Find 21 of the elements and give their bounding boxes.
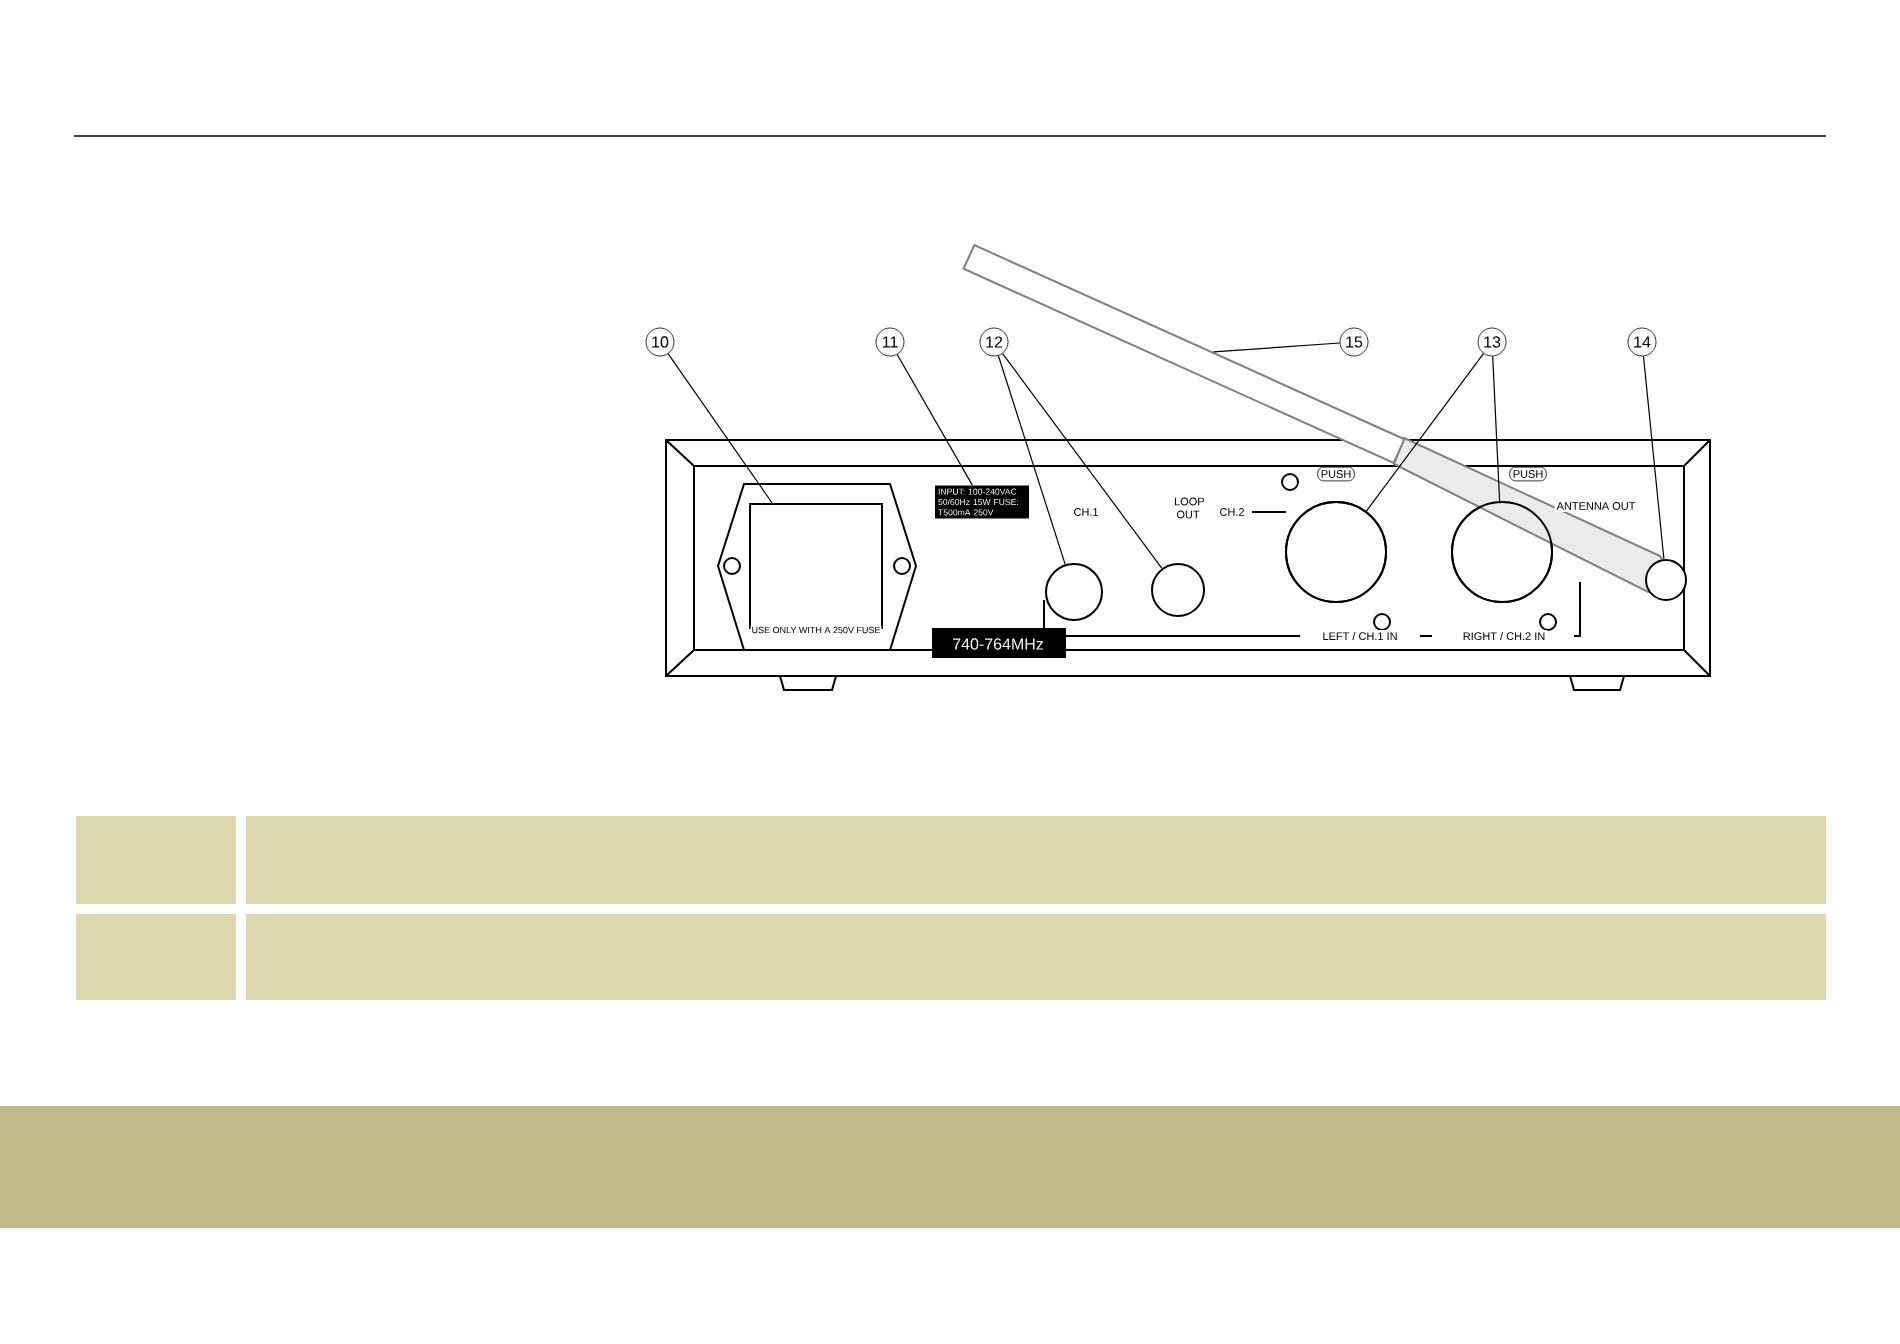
leader-line	[1002, 352, 1163, 569]
callout-number: 11	[875, 327, 905, 357]
callout-number: 13	[1477, 327, 1507, 357]
leader-line	[1492, 355, 1501, 502]
jack	[1151, 563, 1205, 617]
callout-number: 15	[1339, 327, 1369, 357]
callout-number: 14	[1627, 327, 1657, 357]
jack	[1045, 563, 1103, 621]
leader-line	[896, 353, 973, 486]
leader-line	[997, 355, 1066, 565]
leader-line	[1365, 352, 1485, 512]
callout-number: 10	[645, 327, 675, 357]
leader-line	[667, 353, 773, 504]
jack	[1645, 559, 1688, 601]
callout-number: 12	[979, 327, 1009, 357]
jack	[1285, 501, 1387, 603]
socket	[749, 503, 883, 629]
frequency-label: 740-764MHz	[953, 638, 1043, 650]
leader-line	[1642, 355, 1665, 560]
leader-line	[1212, 342, 1341, 353]
jack	[1451, 501, 1553, 603]
